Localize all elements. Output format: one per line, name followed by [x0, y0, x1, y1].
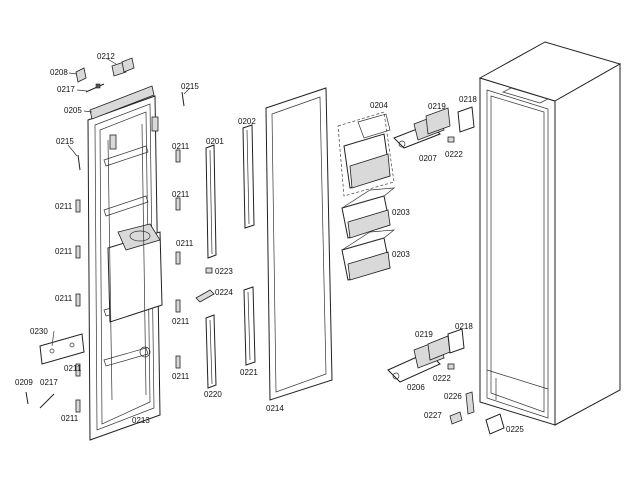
part-0212-block [111, 57, 135, 77]
label-0208: 0208 [50, 68, 68, 77]
part-0201-strip [205, 144, 217, 259]
label-0212: 0212 [97, 52, 115, 61]
part-0222-washer-bottom [447, 363, 455, 370]
label-0205: 0205 [64, 106, 82, 115]
part-0218-plate-top [457, 106, 475, 133]
label-0217-bottom: 0217 [40, 378, 58, 387]
label-0211-right-3: 0211 [176, 239, 194, 248]
label-0211-right-2: 0211 [172, 190, 190, 199]
label-0207: 0207 [419, 154, 437, 163]
label-0222-bottom: 0222 [433, 374, 451, 383]
refrigerator-cabinet [478, 41, 622, 426]
label-0219-top: 0219 [428, 102, 446, 111]
label-0211-left-3: 0211 [55, 294, 73, 303]
label-0226: 0226 [444, 392, 462, 401]
label-0202: 0202 [238, 117, 256, 126]
label-0201: 0201 [206, 137, 224, 146]
part-0227-screw [449, 411, 463, 425]
part-0204-shelf-box [337, 111, 395, 197]
part-0219-bracket-bottom [427, 335, 451, 361]
part-0224-pivot [195, 289, 215, 303]
part-0219-bracket-top [425, 107, 451, 135]
label-0211-right-1: 0211 [172, 142, 190, 151]
part-0222-washer-top [447, 136, 455, 143]
label-0218-top: 0218 [459, 95, 477, 104]
label-0222-top: 0222 [445, 150, 463, 159]
door-frame-0213 [87, 85, 163, 441]
part-0221-strip [243, 286, 256, 366]
label-0220: 0220 [204, 390, 222, 399]
part-0217-clip [85, 83, 105, 93]
label-0224: 0224 [215, 288, 233, 297]
label-0209: 0209 [15, 378, 33, 387]
label-0219-bottom: 0219 [415, 330, 433, 339]
callout-labels: 0208 0212 0217 0205 0215 0215 0211 0211 … [15, 52, 524, 434]
label-0225: 0225 [506, 425, 524, 434]
part-0225-foot [485, 413, 505, 435]
part-0215-screws [77, 91, 185, 171]
part-0226-leg [465, 391, 475, 415]
label-0211-left-2: 0211 [55, 247, 73, 256]
part-0208-cap [75, 67, 87, 83]
leader-lines [51, 57, 191, 347]
label-0227: 0227 [424, 411, 442, 420]
part-0218-plate-bottom [447, 328, 465, 354]
label-0206: 0206 [407, 383, 425, 392]
label-0211-left-1: 0211 [55, 202, 73, 211]
label-0230: 0230 [30, 327, 48, 336]
part-0211-clips [75, 149, 181, 413]
label-0217-top: 0217 [57, 85, 75, 94]
part-0223-nut [205, 267, 213, 274]
label-0221: 0221 [240, 368, 258, 377]
label-0213: 0213 [132, 416, 150, 425]
part-0202-strip [242, 124, 255, 229]
label-0211-left-5: 0211 [61, 414, 79, 423]
part-0214-gasket [265, 87, 333, 401]
part-0217b-clip [39, 393, 55, 409]
part-0220-strip [205, 314, 217, 389]
label-0215-right: 0215 [181, 82, 199, 91]
label-0211-left-4: 0211 [64, 364, 82, 373]
label-0211-right-5: 0211 [172, 372, 190, 381]
part-0230-bracket [39, 333, 85, 365]
label-0203-upper: 0203 [392, 208, 410, 217]
part-0203-bin-lower [341, 229, 396, 281]
part-0203-bin-upper [341, 187, 396, 239]
label-0211-right-4: 0211 [172, 317, 190, 326]
label-0215-left: 0215 [56, 137, 74, 146]
label-0204: 0204 [370, 101, 388, 110]
label-0203-lower: 0203 [392, 250, 410, 259]
label-0214: 0214 [266, 404, 284, 413]
part-0209-pin [25, 391, 29, 405]
label-0218-bottom: 0218 [455, 322, 473, 331]
label-0223: 0223 [215, 267, 233, 276]
